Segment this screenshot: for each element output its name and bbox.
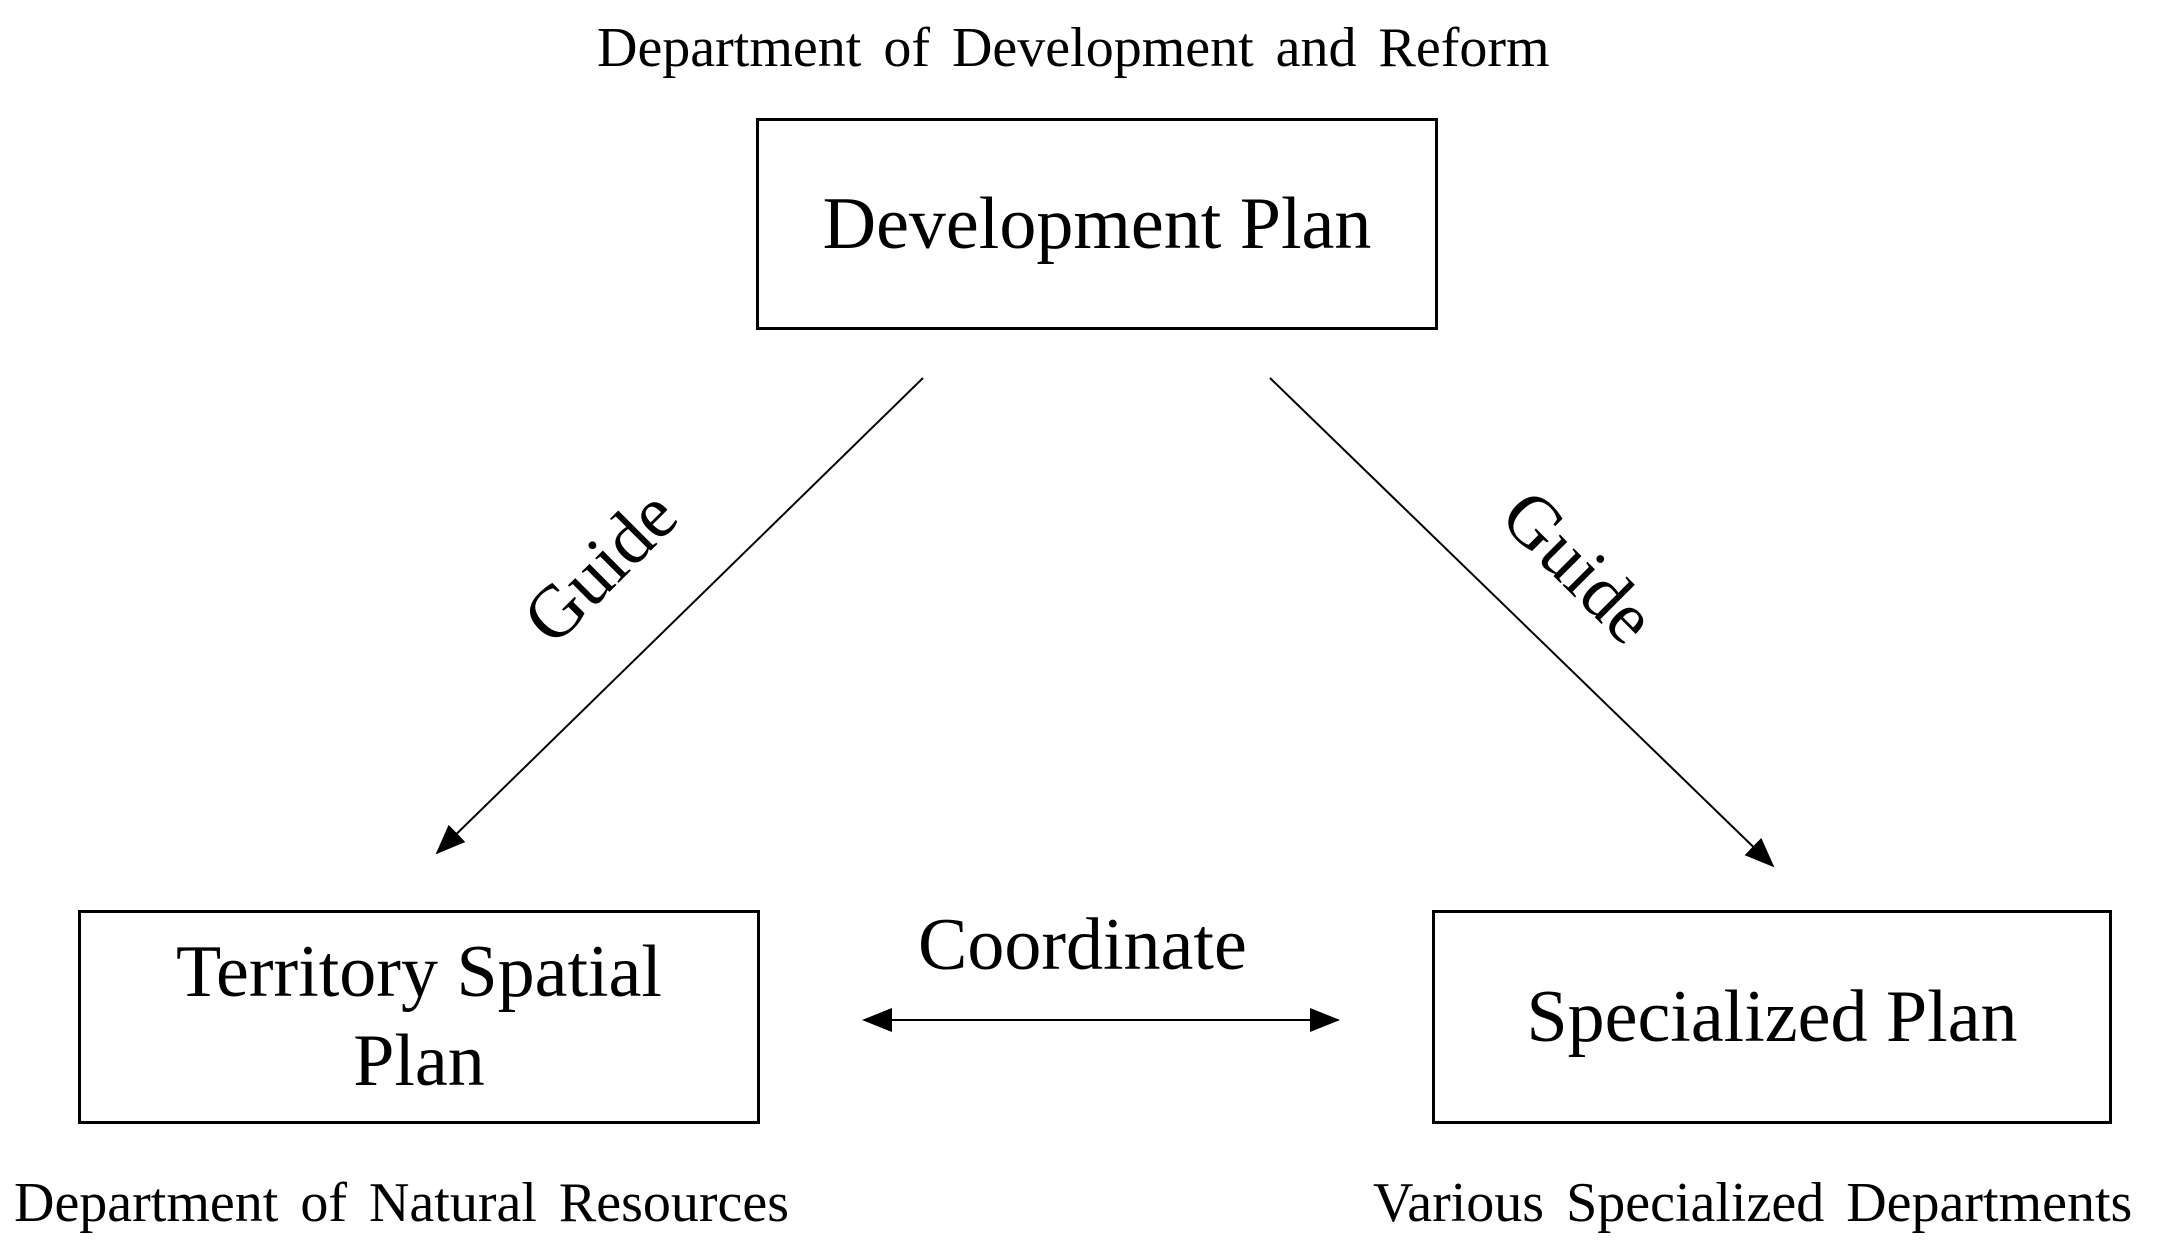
coordinate-label: Coordinate bbox=[918, 904, 1247, 986]
various-specialized-departments-label: Various Specialized Departments bbox=[1373, 1172, 2133, 1234]
department-natural-resources-label: Department of Natural Resources bbox=[14, 1172, 790, 1234]
development-plan-label: Development Plan bbox=[822, 182, 1372, 265]
territory-spatial-plan-label-line1: Territory Spatial bbox=[176, 931, 662, 1014]
specialized-plan-label: Specialized Plan bbox=[1526, 975, 2018, 1058]
development-plan-box: Development Plan bbox=[756, 118, 1438, 330]
territory-spatial-plan-label-line2: Plan bbox=[353, 1020, 485, 1102]
territory-spatial-plan-label: Territory Spatial Plan bbox=[176, 928, 662, 1106]
arrow-guide-to-specialized bbox=[1269, 377, 1775, 868]
arrow-guide-to-territory bbox=[435, 377, 924, 855]
specialized-plan-box: Specialized Plan bbox=[1432, 910, 2112, 1124]
department-development-reform-label: Department of Development and Reform bbox=[597, 17, 1550, 79]
territory-spatial-plan-box: Territory Spatial Plan bbox=[78, 910, 760, 1124]
